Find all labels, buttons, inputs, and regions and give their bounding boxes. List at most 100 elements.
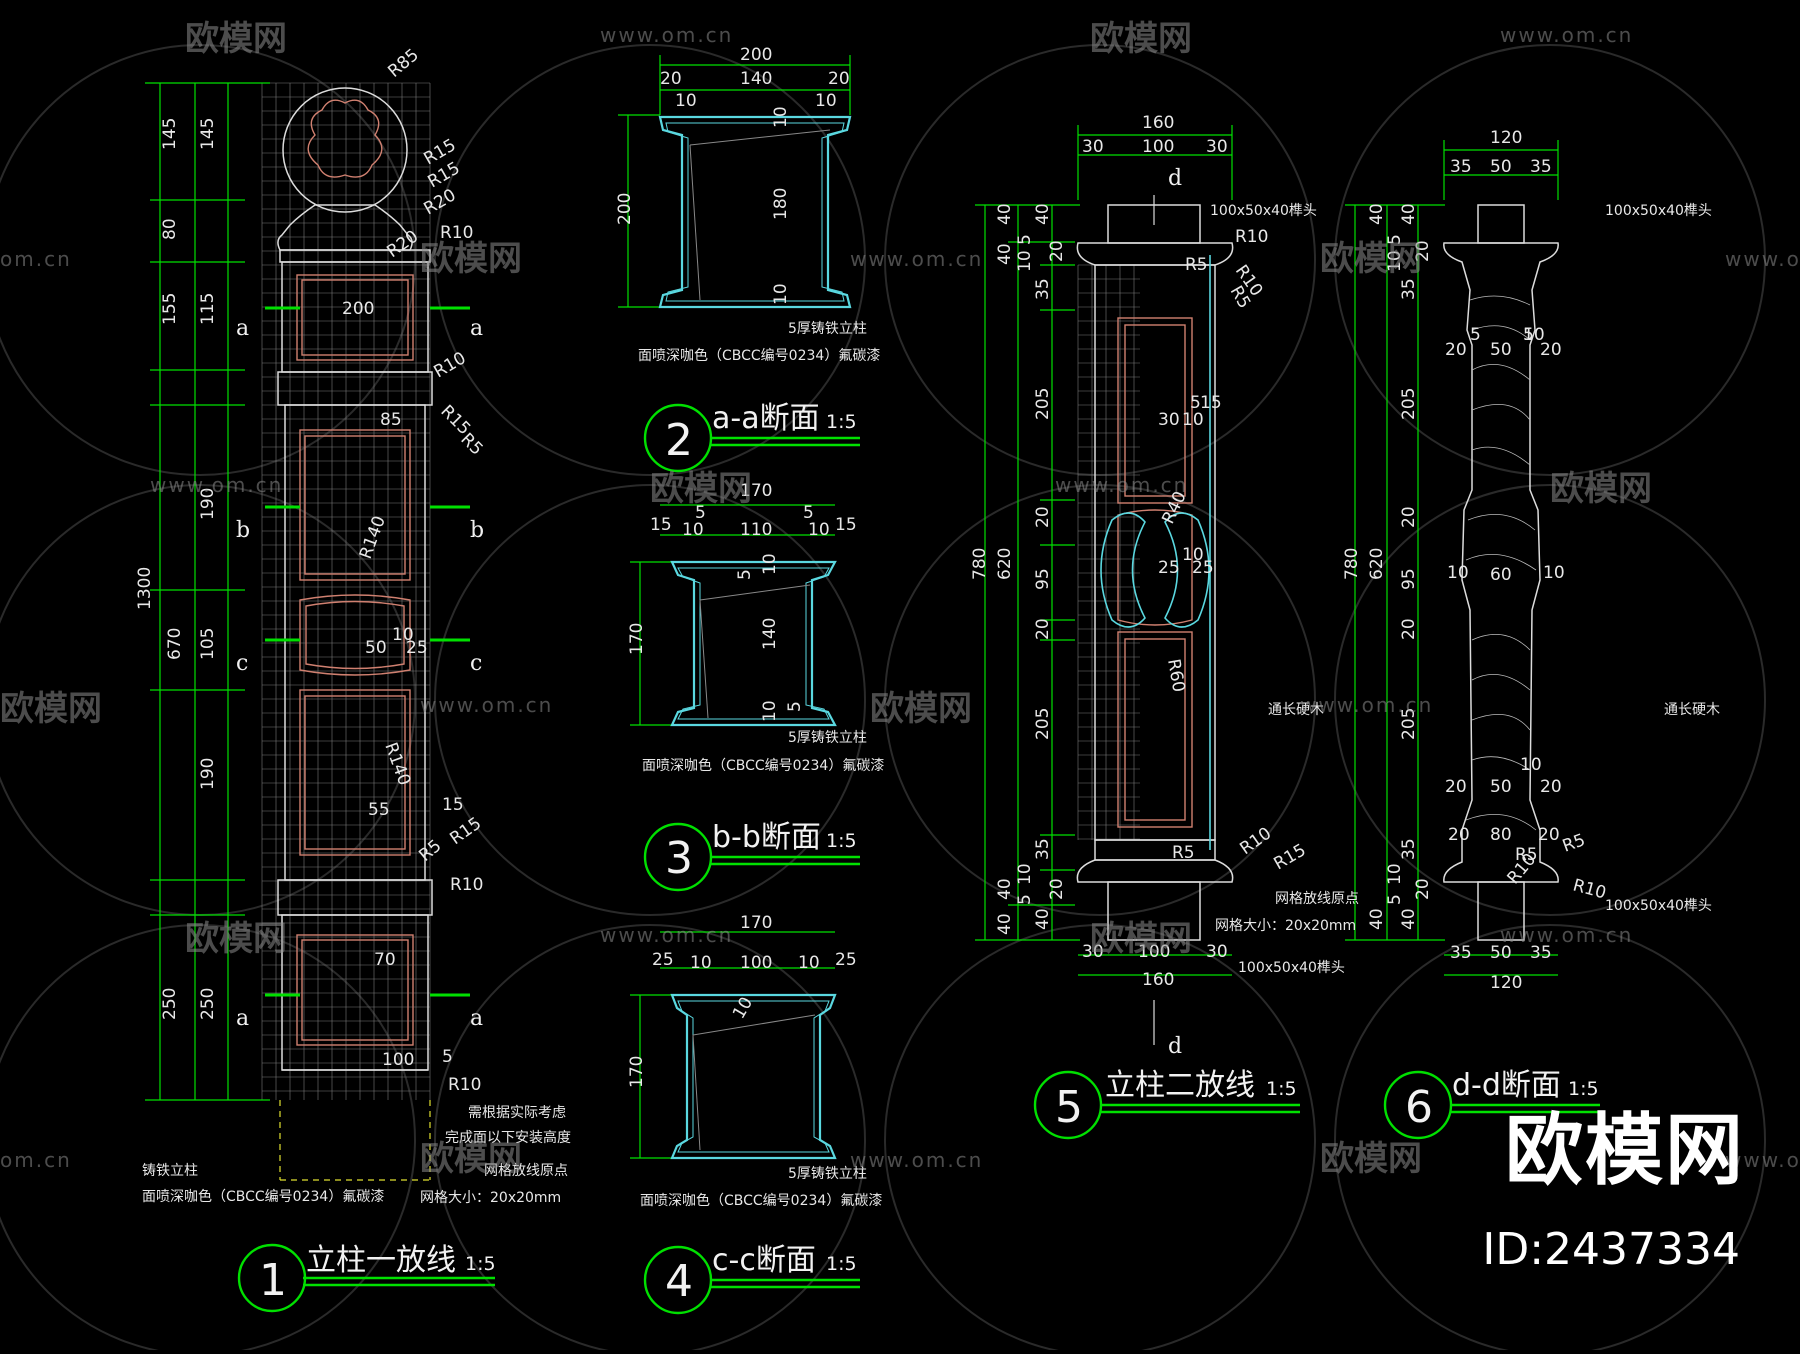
- d6-inner-50b: 50: [1490, 777, 1512, 797]
- d6-dim-5a: 5: [1385, 234, 1405, 245]
- title-1-symbol: [237, 1243, 495, 1313]
- d5-dim-35b: 35: [1033, 838, 1053, 860]
- d5-radius-r15: R15: [1271, 840, 1310, 874]
- d1-dim-190b: 190: [198, 758, 218, 790]
- watermark-url: www.om.cn: [850, 247, 983, 271]
- d4-dim-25a: 25: [652, 950, 674, 970]
- d3-number: 3: [665, 833, 693, 884]
- d1-dim-100: 100: [382, 1050, 414, 1070]
- d1-dim-55: 55: [368, 800, 390, 820]
- d1-title: 立柱一放线: [306, 1243, 456, 1278]
- d6-inner-60: 60: [1490, 565, 1512, 585]
- d1-dim-145a: 145: [160, 118, 180, 150]
- d4-dim-side-170: 170: [627, 1056, 647, 1088]
- d6-dim-10a: 10: [1385, 250, 1405, 272]
- d1-section-b-right: b: [470, 518, 484, 543]
- d1-radius-r10c: R10: [450, 875, 483, 895]
- d5-inner-15: 15: [1200, 393, 1222, 413]
- d1-dim-145b: 145: [198, 118, 218, 150]
- d6-dim-40d: 40: [1399, 908, 1419, 930]
- d1-dim-190a: 190: [198, 488, 218, 520]
- d4-scale: 1:5: [826, 1253, 857, 1275]
- watermark-brand: 欧模网: [420, 1139, 522, 1179]
- d6-dim-95: 95: [1399, 568, 1419, 590]
- watermark-url: www.om.cn: [600, 23, 733, 47]
- d5-dim-40c: 40: [995, 243, 1015, 265]
- d5-dim-20c: 20: [1047, 240, 1067, 262]
- watermark-brand: 欧模网: [1550, 469, 1652, 509]
- d1-dim-70: 70: [374, 950, 396, 970]
- column-one-outline: [277, 87, 433, 1071]
- d5-dim-20d: 20: [1047, 878, 1067, 900]
- d1-note-grid-origin: 网格放线原点: [484, 1163, 568, 1179]
- column-two-outline: [1076, 204, 1234, 941]
- drawing-5-column-two-layout: [975, 125, 1300, 1140]
- watermark-url: www.om.cn: [850, 1148, 983, 1172]
- d5-radius-r10a: R10: [1235, 227, 1268, 247]
- section-cc-dimensions: [630, 931, 835, 1159]
- d3-note-material: 5厚铸铁立柱: [788, 730, 867, 746]
- d4-number: 4: [665, 1256, 693, 1307]
- d6-inner-20b: 20: [1540, 340, 1562, 360]
- d5-note-grid-size: 网格大小：20x20mm: [1215, 918, 1356, 934]
- d1-note-material: 铸铁立柱: [142, 1163, 198, 1179]
- watermarks: 欧模网 欧模网 欧模网 欧模网 欧模网 欧模网 欧模网 欧模网 欧模网 欧模网 …: [0, 19, 1800, 1179]
- d6-inner-10c: 10: [1543, 563, 1565, 583]
- d3-dim-side-10b: 10: [760, 700, 780, 722]
- drawing-3-section-bb: [630, 504, 860, 892]
- column-two-profile-cyan: [1100, 255, 1211, 850]
- d1-scale: 1:5: [465, 1253, 496, 1275]
- d1-note-actual: 需根据实际考虑: [468, 1105, 566, 1121]
- d6-dim-35b: 35: [1530, 157, 1552, 177]
- d6-dim-35e: 35: [1399, 278, 1419, 300]
- d1-radius-r5b: R5: [415, 836, 445, 866]
- d5-inner-10b: 10: [1182, 545, 1204, 565]
- watermark-url: www.om.cn: [1500, 923, 1633, 947]
- d6-inner-5b: 5: [1523, 325, 1534, 345]
- d6-inner-50a: 50: [1490, 340, 1512, 360]
- drawing-6-section-dd: [1345, 140, 1600, 1140]
- d5-dim-40e: 40: [1033, 908, 1053, 930]
- grid-20x20-column-two: [1077, 264, 1140, 840]
- wood-grain-hatch: [1465, 295, 1537, 831]
- d5-dim-40f: 40: [995, 913, 1015, 935]
- section-cc-profile: [670, 993, 837, 1160]
- d2-dim-side-10b: 10: [771, 283, 791, 305]
- d2-note-material: 5厚铸铁立柱: [788, 321, 867, 337]
- d1-dim-200: 200: [342, 299, 374, 319]
- watermark-brand: 欧模网: [185, 919, 287, 959]
- d2-title: a-a断面: [712, 401, 820, 436]
- watermark-brand: 欧模网: [1320, 1139, 1422, 1179]
- watermark-url: www.om.cn: [420, 693, 553, 717]
- d5-title: 立柱二放线: [1105, 1068, 1255, 1103]
- d5-dim-5b: 5: [1015, 894, 1035, 905]
- d5-radius-r5a: R5: [1185, 255, 1208, 275]
- d6-dim-20a: 20: [1399, 506, 1419, 528]
- d1-section-c-left: c: [236, 651, 248, 676]
- d6-dim-40b: 40: [1399, 203, 1419, 225]
- watermark-url: www.om.cn: [1500, 23, 1633, 47]
- d6-dim-20d: 20: [1413, 878, 1433, 900]
- section-aa-dimensions: [618, 55, 851, 308]
- d5-dim-30b: 30: [1206, 137, 1228, 157]
- d6-dim-40c: 40: [1367, 908, 1387, 930]
- d1-dim-1300: 1300: [135, 567, 155, 610]
- d1-dim-80: 80: [160, 218, 180, 240]
- watermark-brand: 欧模网: [1090, 919, 1192, 959]
- d1-dim-50: 50: [365, 638, 387, 658]
- d5-dim-205a: 205: [1033, 388, 1053, 420]
- d6-dim-35a: 35: [1450, 157, 1472, 177]
- d4-dim-10a: 10: [690, 953, 712, 973]
- d6-dim-5b: 5: [1385, 894, 1405, 905]
- d6-inner-20e: 20: [1448, 825, 1470, 845]
- d1-dim-15: 15: [442, 795, 464, 815]
- d2-dim-20b: 20: [828, 69, 850, 89]
- watermark-brand: 欧模网: [185, 19, 287, 59]
- d4-dim-100: 100: [740, 953, 772, 973]
- d3-title: b-b断面: [712, 820, 821, 855]
- watermark-brand: 欧模网: [1090, 19, 1192, 59]
- d6-radius-r5a: R5: [1515, 845, 1538, 865]
- d4-note-finish: 面喷深咖色（CBCC编号0234）氟碳漆: [640, 1192, 882, 1209]
- d6-dim-205a: 205: [1399, 388, 1419, 420]
- d5-inner-25b: 25: [1192, 558, 1214, 578]
